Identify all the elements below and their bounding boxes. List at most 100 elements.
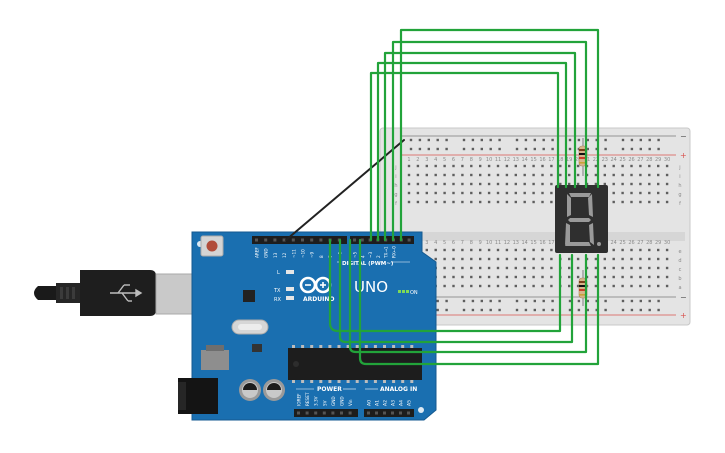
wire-green-7[interactable] xyxy=(338,238,574,344)
breadboard-hole[interactable] xyxy=(407,164,411,168)
breadboard-hole[interactable] xyxy=(496,164,500,168)
breadboard-hole[interactable] xyxy=(443,164,446,168)
breadboard-hole[interactable] xyxy=(665,173,669,177)
rail-hole[interactable] xyxy=(630,308,634,312)
breadboard-hole[interactable] xyxy=(603,257,606,261)
rail-hole[interactable] xyxy=(524,147,528,151)
rail-hole[interactable] xyxy=(489,299,492,303)
rail-hole[interactable] xyxy=(639,138,642,142)
wire-green-4[interactable] xyxy=(376,61,568,242)
rail-hole[interactable] xyxy=(436,299,439,303)
breadboard-hole[interactable] xyxy=(568,266,571,270)
rail-hole[interactable] xyxy=(621,308,625,312)
breadboard-hole[interactable] xyxy=(665,191,669,195)
rail-hole[interactable] xyxy=(409,147,413,151)
wires[interactable] xyxy=(285,28,600,366)
breadboard-hole[interactable] xyxy=(452,191,455,195)
breadboard-hole[interactable] xyxy=(550,191,553,195)
breadboard-hole[interactable] xyxy=(648,248,651,252)
breadboard-hole[interactable] xyxy=(470,173,473,177)
rail-hole[interactable] xyxy=(657,308,660,312)
breadboard-hole[interactable] xyxy=(639,248,642,252)
breadboard-hole[interactable] xyxy=(434,173,437,177)
breadboard-hole[interactable] xyxy=(487,266,491,270)
rail-hole[interactable] xyxy=(630,299,634,303)
rail-hole[interactable] xyxy=(445,147,448,151)
breadboard-hole[interactable] xyxy=(523,275,526,279)
breadboard-hole[interactable] xyxy=(559,173,562,177)
breadboard-hole[interactable] xyxy=(550,173,553,177)
wire-green-8[interactable] xyxy=(348,238,588,354)
breadboard-hole[interactable] xyxy=(594,182,598,186)
rail-hole[interactable] xyxy=(524,138,528,142)
breadboard-hole[interactable] xyxy=(657,275,660,279)
breadboard-hole[interactable] xyxy=(532,266,535,270)
breadboard-hole[interactable] xyxy=(648,266,651,270)
breadboard-hole[interactable] xyxy=(541,266,544,270)
breadboard-hole[interactable] xyxy=(505,173,509,177)
breadboard-hole[interactable] xyxy=(452,284,455,288)
digital-header-right[interactable] xyxy=(350,236,414,244)
breadboard-hole[interactable] xyxy=(576,173,580,177)
breadboard-hole[interactable] xyxy=(648,257,651,261)
breadboard-hole[interactable] xyxy=(461,284,464,288)
breadboard-hole[interactable] xyxy=(487,182,491,186)
breadboard-hole[interactable] xyxy=(630,191,633,195)
breadboard-hole[interactable] xyxy=(621,266,624,270)
breadboard-hole[interactable] xyxy=(630,275,633,279)
rail-hole[interactable] xyxy=(604,138,607,142)
breadboard-hole[interactable] xyxy=(568,182,571,186)
breadboard-hole[interactable] xyxy=(568,284,571,288)
rail-hole[interactable] xyxy=(595,138,598,142)
rail-hole[interactable] xyxy=(480,308,483,312)
breadboard-hole[interactable] xyxy=(665,164,669,168)
rail-hole[interactable] xyxy=(471,299,475,303)
rail-hole[interactable] xyxy=(524,308,528,312)
breadboard-hole[interactable] xyxy=(639,191,642,195)
breadboard-hole[interactable] xyxy=(487,164,491,168)
rail-hole[interactable] xyxy=(542,308,545,312)
wire-green-2[interactable] xyxy=(391,40,588,242)
breadboard-hole[interactable] xyxy=(487,173,491,177)
breadboard-hole[interactable] xyxy=(496,284,500,288)
breadboard-hole[interactable] xyxy=(665,275,669,279)
rail-hole[interactable] xyxy=(639,299,642,303)
breadboard-hole[interactable] xyxy=(505,182,509,186)
rail-hole[interactable] xyxy=(427,138,430,142)
breadboard-hole[interactable] xyxy=(443,257,446,261)
breadboard-hole[interactable] xyxy=(407,173,411,177)
breadboard-hole[interactable] xyxy=(514,164,517,168)
breadboard-hole[interactable] xyxy=(532,173,535,177)
breadboard-hole[interactable] xyxy=(470,191,473,195)
breadboard-hole[interactable] xyxy=(621,200,624,204)
breadboard-hole[interactable] xyxy=(452,182,455,186)
wire-green-9[interactable] xyxy=(358,238,600,366)
rail-hole[interactable] xyxy=(427,147,430,151)
breadboard-hole[interactable] xyxy=(470,182,473,186)
rail-hole[interactable] xyxy=(648,299,651,303)
breadboard-hole[interactable] xyxy=(416,164,420,168)
rail-hole[interactable] xyxy=(621,147,625,151)
breadboard-hole[interactable] xyxy=(452,248,455,252)
breadboard-hole[interactable] xyxy=(603,164,606,168)
breadboard-hole[interactable] xyxy=(639,257,642,261)
breadboard-hole[interactable] xyxy=(541,200,544,204)
breadboard-hole[interactable] xyxy=(639,182,642,186)
breadboard-hole[interactable] xyxy=(648,182,651,186)
breadboard-hole[interactable] xyxy=(665,200,669,204)
rail-hole[interactable] xyxy=(498,308,501,312)
breadboard-hole[interactable] xyxy=(639,164,642,168)
breadboard-hole[interactable] xyxy=(470,257,473,261)
breadboard-hole[interactable] xyxy=(621,164,624,168)
breadboard-hole[interactable] xyxy=(461,275,464,279)
rail-hole[interactable] xyxy=(445,138,448,142)
rail-hole[interactable] xyxy=(586,308,589,312)
rail-hole[interactable] xyxy=(621,299,625,303)
breadboard-hole[interactable] xyxy=(612,173,615,177)
breadboard-hole[interactable] xyxy=(576,275,580,279)
rail-hole[interactable] xyxy=(480,138,483,142)
breadboard-hole[interactable] xyxy=(487,191,491,195)
breadboard-hole[interactable] xyxy=(648,284,651,288)
breadboard-hole[interactable] xyxy=(559,164,562,168)
breadboard-hole[interactable] xyxy=(461,173,464,177)
